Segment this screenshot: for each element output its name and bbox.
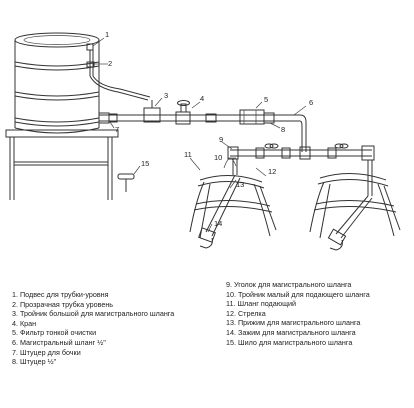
legend-item: 2. Прозрачная трубка уровень [12, 299, 114, 309]
plant-support-left [189, 158, 277, 239]
callout-14: 14 [214, 219, 222, 228]
feed-hose-right [327, 195, 373, 251]
main-hose [98, 100, 307, 152]
legend-item: 12. Стрелка [226, 308, 266, 318]
callout-labels: 1 2 3 4 5 6 7 8 9 10 11 12 13 14 15 [105, 30, 313, 228]
legend-item: 11. Шланг подающий [226, 299, 297, 309]
legend-right: 9. Уголок для магистрального шланга 10. … [226, 280, 370, 347]
callout-12: 12 [268, 167, 276, 176]
callout-1: 1 [105, 30, 109, 39]
legend-item: 3. Тройник большой для магистрального шл… [12, 309, 175, 319]
callout-15: 15 [141, 159, 149, 168]
barrel-stand [5, 129, 119, 200]
callout-10: 10 [214, 153, 222, 162]
distribution-pipe [227, 143, 375, 196]
callout-7: 7 [115, 125, 119, 134]
leader-lines [92, 37, 307, 233]
plant-support-right [309, 172, 401, 239]
callout-6: 6 [309, 98, 313, 107]
legend-item: 10. Тройник малый для подающего шланга [226, 289, 370, 299]
legend-item: 7. Штуцер для бочки [12, 347, 81, 357]
callout-4: 4 [200, 94, 204, 103]
callout-9: 9 [219, 135, 223, 144]
callout-11: 11 [184, 150, 192, 159]
legend-item: 14. Зажим для магистрального шланга [226, 327, 356, 337]
callout-3: 3 [164, 91, 168, 100]
legend-item: 8. Штуцер ½" [12, 357, 57, 367]
legend-item: 13. Прижим для магистрального шланга [226, 318, 361, 328]
callout-13: 13 [236, 180, 244, 189]
water-barrel [14, 32, 100, 134]
legend-item: 4. Кран [12, 318, 37, 328]
legend-item: 9. Уголок для магистрального шланга [226, 280, 352, 289]
callout-2: 2 [108, 59, 112, 68]
level-tube [86, 43, 151, 101]
legend-item: 5. Фильтр тонкой очистки [12, 328, 97, 338]
callout-5: 5 [264, 95, 268, 104]
callout-8: 8 [281, 125, 285, 134]
legend-left: 1. Подвес для трубки-уровня 2. Прозрачна… [12, 290, 174, 367]
legend-item: 6. Магистральный шланг ½" [12, 337, 106, 347]
awl-tool [117, 173, 135, 192]
legend-item: 15. Шило для магистрального шланга [226, 337, 353, 347]
legend-item: 1. Подвес для трубки-уровня [12, 290, 109, 299]
